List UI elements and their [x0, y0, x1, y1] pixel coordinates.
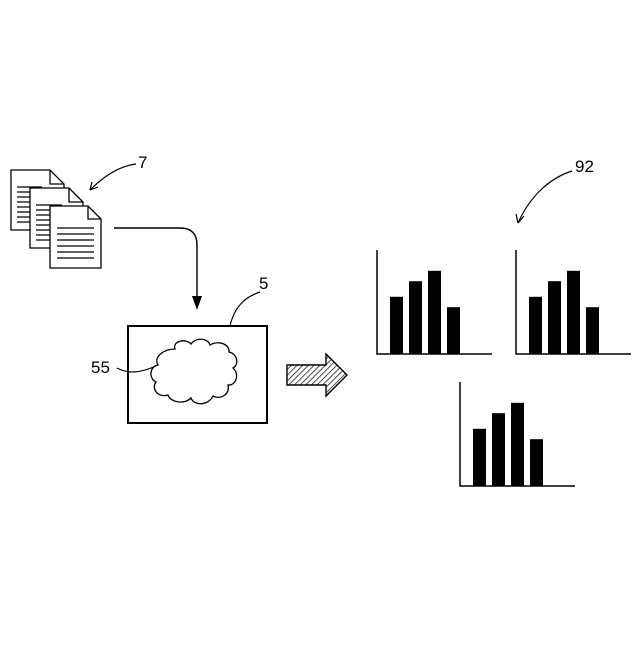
- chart-bar: [409, 281, 422, 354]
- document-front: [50, 206, 101, 268]
- bar-chart-2: [516, 250, 631, 354]
- leader-documents: [90, 164, 136, 190]
- output-arrow: [287, 354, 347, 396]
- chart-bar: [428, 271, 441, 354]
- label-processor: 5: [259, 274, 268, 293]
- document-stack: [11, 170, 101, 268]
- chart-bar: [447, 307, 460, 354]
- bar-chart-3: [460, 382, 575, 486]
- chart-bar: [586, 307, 599, 354]
- label-cloud: 55: [91, 358, 110, 377]
- label-documents: 7: [138, 153, 147, 172]
- leader-processor: [230, 292, 260, 326]
- output-charts: [377, 250, 631, 486]
- chart-bar: [390, 297, 403, 354]
- chart-bar: [511, 403, 524, 486]
- chart-bar: [567, 271, 580, 354]
- chart-bar: [529, 297, 542, 354]
- chart-bar: [548, 281, 561, 354]
- bar-chart-1: [377, 250, 492, 354]
- connector-arrow: [114, 228, 197, 297]
- leader-charts: [516, 171, 572, 223]
- chart-bar: [473, 429, 486, 486]
- chart-bar: [530, 439, 543, 486]
- label-charts: 92: [575, 157, 594, 176]
- chart-bar: [492, 413, 505, 486]
- connector-arrowhead: [192, 296, 202, 310]
